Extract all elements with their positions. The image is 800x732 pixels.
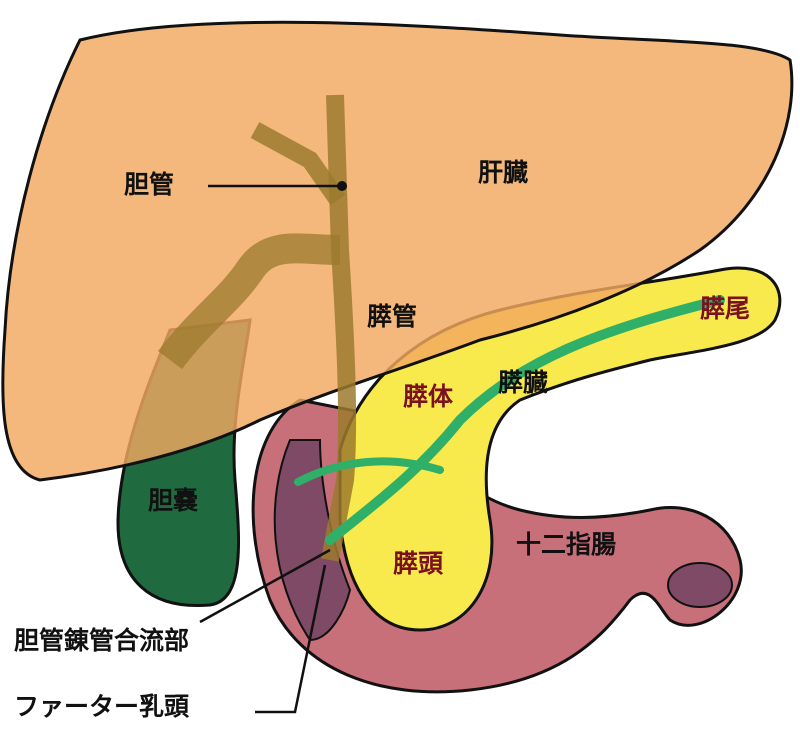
liver xyxy=(1,20,794,482)
label-pancreas-body: 膵体 xyxy=(403,382,454,411)
label-papilla: ファーター乳頭 xyxy=(14,692,190,721)
label-gallbladder: 胆嚢 xyxy=(148,486,199,515)
label-pancreatic-duct: 膵管 xyxy=(367,302,418,331)
junction-pointer xyxy=(199,548,331,624)
label-bile-duct: 胆管 xyxy=(124,170,175,199)
pancreatic-duct xyxy=(325,295,725,545)
label-junction: 胆管錬管合流部 xyxy=(14,626,190,655)
cystic-duct xyxy=(158,233,341,370)
label-duodenum: 十二指腸 xyxy=(516,530,617,559)
label-pancreas: 膵臓 xyxy=(498,368,549,397)
papilla-pointer xyxy=(255,564,327,714)
accessory-pancreatic-duct xyxy=(294,457,444,486)
duodenum-lumen xyxy=(273,439,352,642)
label-pancreas-tail: 膵尾 xyxy=(700,294,751,323)
label-liver: 肝臓 xyxy=(478,158,529,187)
duodenum-opening xyxy=(667,562,733,608)
label-pancreas-head: 膵頭 xyxy=(393,549,444,578)
bile-duct-pointer-dot xyxy=(337,181,347,191)
